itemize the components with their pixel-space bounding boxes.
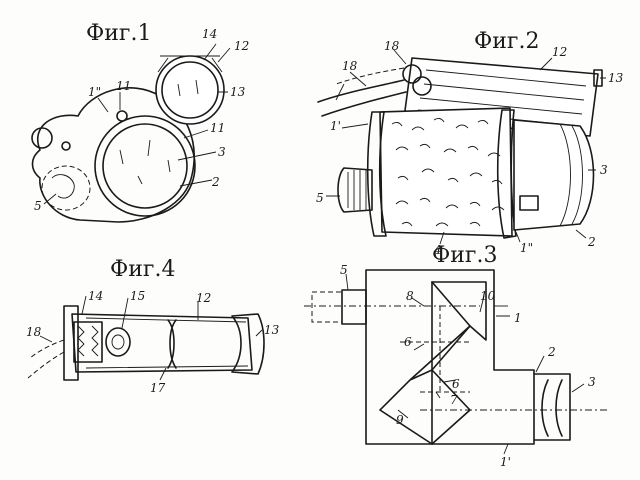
- fig2-front-barrel: [513, 119, 595, 231]
- fig2-body-texture: [391, 117, 505, 227]
- fig2-label-5: 5: [316, 191, 324, 205]
- fig3-label-1: 1: [514, 311, 522, 325]
- fig3-label-3: 3: [588, 375, 596, 389]
- fig3-title: Фиг.3: [432, 243, 497, 268]
- fig1-tube-glints: [177, 79, 199, 97]
- fig3-label-9: 9: [396, 413, 404, 427]
- fig4-label-15: 15: [130, 289, 145, 303]
- fig2-label-4: 4: [433, 243, 442, 257]
- fig4-lamp-filament: [111, 334, 125, 350]
- fig2-tube-knob-2: [412, 76, 432, 96]
- fig1-tube-clamp: [157, 55, 223, 73]
- fig2-ring-left: [366, 111, 387, 237]
- fig3-label-2: 2: [547, 345, 556, 359]
- fig1-body-outline: [31, 87, 195, 223]
- fig4-label-14: 14: [88, 289, 103, 303]
- fig3-label-10: 10: [480, 289, 496, 303]
- figure-1: Фиг.1 1" 11 11 12 13 14 3 2 5: [31, 21, 249, 223]
- fig3-prism-9: [379, 325, 471, 445]
- fig1-lens-housing: [94, 115, 196, 217]
- fig3-leaders: [345, 273, 585, 455]
- fig2-label-1pp: 1": [520, 241, 533, 255]
- fig4-front-lens-13: [231, 313, 265, 375]
- fig3-prism-10: [431, 281, 487, 341]
- fig4-lens-17: [167, 319, 177, 369]
- fig2-label-13: 13: [608, 71, 624, 85]
- fig1-label-3: 3: [218, 145, 226, 159]
- fig1-tube-lens-13: [161, 61, 219, 119]
- fig3-label-6b: 6: [452, 377, 460, 391]
- figure-4: Фиг.4 14 15 12 13 18 17: [26, 257, 280, 395]
- fig3-housing-1: [365, 269, 535, 445]
- fig3-label-5: 5: [340, 263, 348, 277]
- fig2-switch: [519, 195, 539, 211]
- fig1-label-12: 12: [234, 39, 249, 53]
- fig4-label-17: 17: [150, 381, 166, 395]
- fig1-leaders: [43, 43, 231, 205]
- fig2-tube-ribs: [417, 69, 587, 127]
- fig3-label-1p: 1': [500, 455, 511, 469]
- fig1-label-14: 14: [202, 27, 217, 41]
- fig3-label-8: 8: [406, 289, 414, 303]
- fig2-body-textured: [379, 107, 513, 237]
- fig2-eyepiece-knurl: [347, 170, 367, 210]
- fig3-objective-3: [541, 379, 563, 437]
- fig1-eyepiece-5: [41, 165, 91, 211]
- fig2-leaders: [326, 49, 606, 245]
- fig3-barrel-2: [533, 373, 571, 441]
- figure-3: Фиг.3 5 8 10 1 6 6 7 9 2 3 1': [304, 243, 610, 469]
- fig1-screw-left: [61, 141, 71, 151]
- fig1-label-2: 2: [211, 175, 220, 189]
- fig2-label-18b: 18: [384, 39, 400, 53]
- fig1-lug: [31, 127, 53, 149]
- fig2-cable-18: [317, 79, 407, 117]
- fig3-ray-paths: [400, 306, 470, 393]
- fig3-eyepiece-5: [341, 289, 367, 325]
- fig4-end-cap-14: [63, 305, 79, 381]
- fig2-label-2: 2: [587, 235, 596, 249]
- fig1-label-11a: 11: [116, 79, 131, 93]
- fig2-label-18a: 18: [342, 59, 358, 73]
- fig4-leaders: [39, 295, 263, 381]
- fig1-label-1pp: 1": [88, 85, 101, 99]
- fig2-ring-right: [496, 109, 517, 239]
- fig3-label-7: 7: [450, 393, 458, 407]
- fig1-eyepiece-shading: [51, 174, 75, 199]
- fig4-label-12: 12: [196, 291, 211, 305]
- fig1-label-5: 5: [34, 199, 42, 213]
- fig2-tube-knob: [402, 64, 422, 84]
- fig4-spring: [77, 325, 99, 357]
- fig2-front-rings: [559, 123, 583, 227]
- fig2-cable-dash: [335, 67, 405, 85]
- fig3-label-6a: 6: [404, 335, 412, 349]
- fig1-label-13: 13: [230, 85, 246, 99]
- fig1-title: Фиг.1: [86, 21, 151, 46]
- fig2-title: Фиг.2: [474, 29, 539, 54]
- fig3-optical-axis: [304, 305, 610, 411]
- fig4-title: Фиг.4: [110, 257, 175, 282]
- fig4-cable-18: [27, 339, 65, 379]
- fig2-eyepiece-5: [337, 167, 373, 213]
- fig4-lamp-15: [105, 327, 131, 357]
- fig4-spring-housing: [73, 321, 103, 363]
- fig1-screw-11: [116, 110, 128, 122]
- fig1-tube-housing: [155, 55, 225, 125]
- fig1-lens-3: [102, 123, 188, 209]
- figure-2: Фиг.2 18 18 12 13 1' 3 5 4 1" 2: [316, 29, 624, 257]
- fig4-tube-walls: [85, 317, 249, 369]
- fig2-label-1p: 1': [330, 119, 341, 133]
- fig4-label-18: 18: [26, 325, 42, 339]
- fig1-label-11b: 11: [210, 121, 225, 135]
- fig4-label-13: 13: [264, 323, 280, 337]
- fig2-label-3: 3: [600, 163, 608, 177]
- fig2-label-12: 12: [552, 45, 567, 59]
- fig1-lens-glints: [119, 139, 171, 185]
- fig3-eyepiece-dashed: [311, 291, 343, 323]
